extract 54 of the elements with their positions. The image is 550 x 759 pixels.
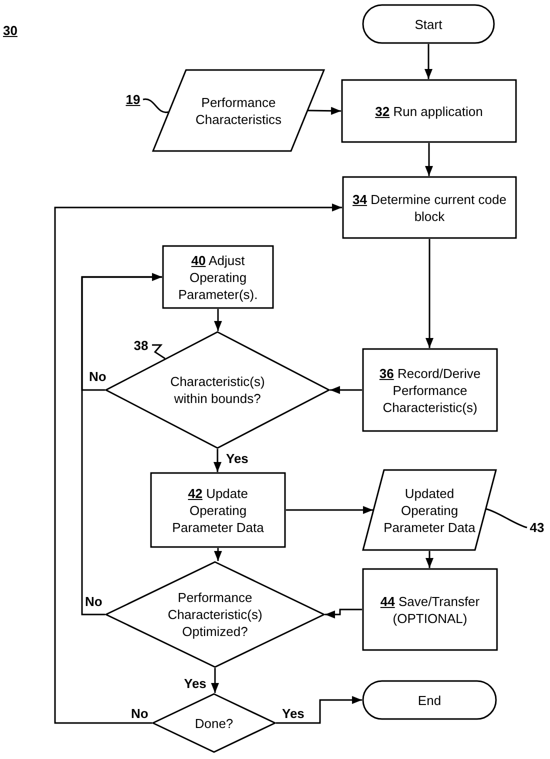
end-terminal bbox=[362, 680, 497, 720]
arrow bbox=[276, 696, 362, 724]
decision-diamond bbox=[105, 331, 330, 449]
leader-line bbox=[152, 344, 166, 360]
leader-line bbox=[486, 508, 528, 528]
arrow bbox=[325, 608, 362, 618]
arrow bbox=[425, 143, 433, 176]
arrow bbox=[426, 551, 434, 568]
decision-diamond bbox=[152, 693, 276, 753]
node-text: 34 Determine current code block bbox=[352, 190, 508, 224]
node-text: Updated Operating Parameter Data bbox=[382, 484, 476, 536]
arrow bbox=[214, 548, 222, 561]
edge-label: No bbox=[84, 595, 104, 608]
edge-label: Yes bbox=[225, 452, 250, 465]
arrow bbox=[424, 44, 432, 79]
process-box bbox=[342, 176, 517, 239]
edge-label: Yes bbox=[183, 677, 208, 690]
arrow bbox=[81, 273, 162, 616]
node-text: 44 Save/Transfer (OPTIONAL) bbox=[379, 592, 481, 626]
arrow bbox=[330, 386, 362, 394]
node-text: 42 Update Operating Parameter Data bbox=[171, 484, 265, 536]
arrow bbox=[426, 239, 434, 348]
reference-number: 19 bbox=[126, 93, 140, 106]
node-text: Performance Characteristic(s) Optimized? bbox=[166, 589, 264, 640]
node-text: 36 Record/Derive Performance Characteristic(s) bbox=[378, 364, 482, 416]
process-box bbox=[162, 245, 274, 309]
node-text: Characteristic(s) within bounds? bbox=[169, 373, 266, 407]
arrow bbox=[214, 309, 222, 331]
edge-label: No bbox=[88, 370, 108, 383]
node-text: Start bbox=[414, 16, 444, 32]
start-terminal bbox=[362, 4, 495, 44]
process-box bbox=[150, 472, 286, 548]
process-box bbox=[362, 568, 498, 651]
arrow bbox=[286, 506, 373, 514]
arrow bbox=[308, 106, 342, 115]
data-parallelogram bbox=[362, 469, 497, 551]
edge-label: No bbox=[130, 707, 150, 720]
edge-label: Yes bbox=[281, 707, 306, 720]
node-text: 32 Run application bbox=[374, 102, 484, 120]
node-text: Done? bbox=[194, 714, 234, 732]
arrow bbox=[214, 449, 222, 472]
node-text: 40 Adjust Operating Parameter(s). bbox=[177, 252, 259, 302]
leader-line bbox=[142, 98, 168, 114]
reference-number: 38 bbox=[134, 338, 148, 352]
arrow bbox=[54, 204, 342, 724]
reference-number: 43 bbox=[530, 521, 544, 534]
process-box bbox=[362, 348, 498, 432]
process-box bbox=[341, 79, 517, 143]
figure-number: 30 bbox=[3, 24, 18, 37]
input-parallelogram bbox=[152, 69, 325, 152]
arrow bbox=[211, 668, 219, 693]
node-text: Performance Characteristics bbox=[194, 94, 282, 128]
node-text: End bbox=[416, 692, 442, 708]
decision-diamond bbox=[105, 561, 325, 668]
